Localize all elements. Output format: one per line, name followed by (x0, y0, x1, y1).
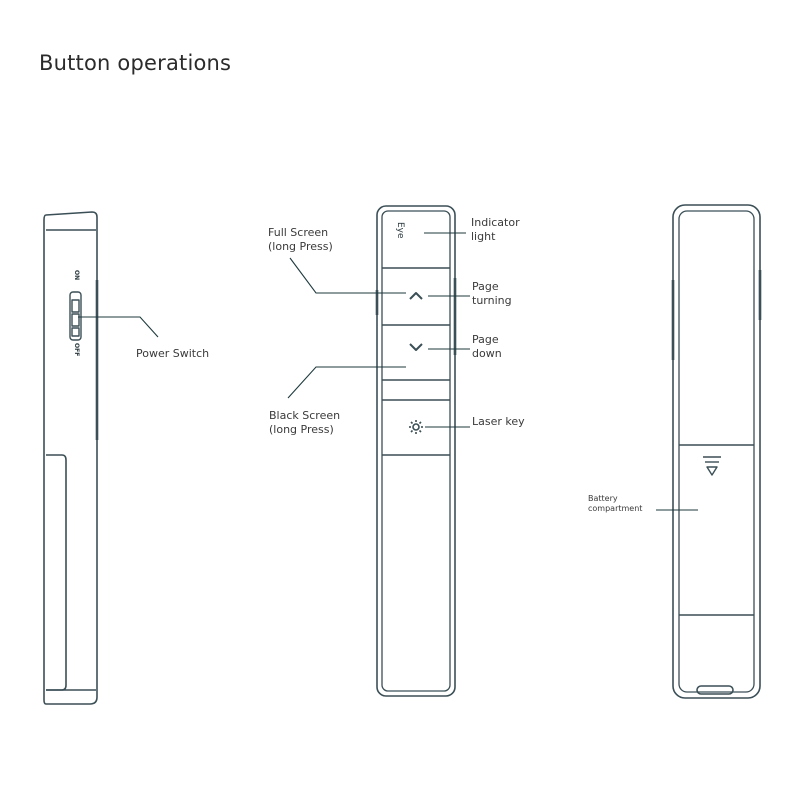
leader-black-screen (287, 366, 406, 399)
label-battery-compartment: Battery compartment (588, 494, 643, 513)
power-switch (69, 291, 82, 341)
page-title: Button operations (39, 51, 232, 75)
eye-mark: Eye (395, 222, 405, 239)
front-view-device (375, 205, 457, 697)
label-power-switch: Power Switch (136, 347, 210, 360)
label-page-down: Page down (472, 333, 502, 360)
label-black-screen: Black Screen (long Press) (269, 409, 341, 436)
leader-lines (78, 232, 698, 511)
switch-on-label: ON (73, 270, 80, 281)
label-laser-key: Laser key (472, 415, 525, 428)
back-view-device (671, 204, 762, 699)
label-indicator-light: Indicator light (471, 216, 520, 243)
triangle-down-icon (703, 456, 721, 476)
chevron-up-icon (409, 292, 423, 300)
chevron-down-icon (409, 343, 423, 351)
label-page-turning: Page turning (472, 280, 512, 307)
switch-off-label: OFF (73, 343, 80, 357)
label-full-screen: Full Screen (long Press) (268, 226, 333, 253)
leader-full-screen (289, 257, 406, 294)
laser-sun-icon (409, 420, 423, 434)
side-view-device (43, 211, 99, 705)
leader-power-switch (78, 316, 159, 338)
